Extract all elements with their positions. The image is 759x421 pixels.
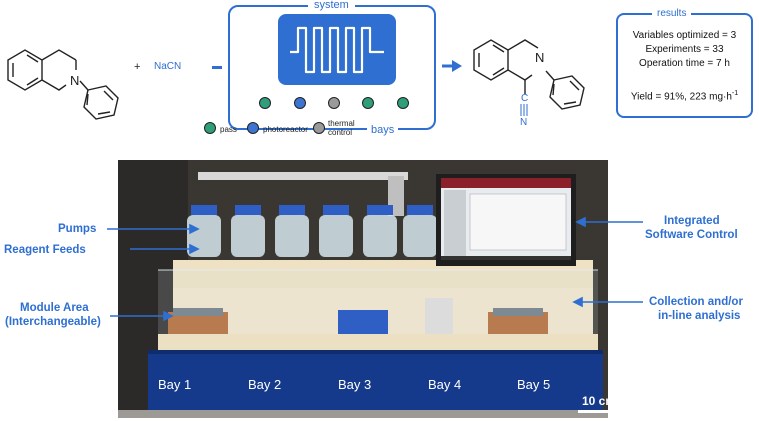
callout-software-1: Integrated <box>664 215 720 227</box>
reactant-structure <box>7 49 119 120</box>
bay-5-label: Bay 5 <box>517 377 551 392</box>
results-yield: Yield = 91%, 223 mg·h-1 <box>616 90 753 102</box>
reagent-nacn: NaCN <box>154 61 182 72</box>
callout-software-2: Software Control <box>645 229 738 241</box>
callout-reagent-feeds: Reagent Feeds <box>4 244 86 256</box>
photoreactor-module-icon <box>278 14 396 85</box>
callout-collection-2: in-line analysis <box>658 310 741 322</box>
callout-module-area-2: (Interchangeable) <box>5 316 101 328</box>
legend-pass-dot <box>204 122 216 134</box>
platform-photo <box>118 160 608 418</box>
bay-dot-photoreactor <box>294 97 306 109</box>
results-yield-text: Yield = 91%, 223 mg·h <box>630 91 732 103</box>
product-nitrogen-label: N <box>535 50 545 65</box>
results-variables: Variables optimized = 3 <box>632 30 737 41</box>
triple-bond-icon <box>520 104 528 116</box>
legend-pass-label: pass <box>220 125 237 134</box>
results-yield-exponent: -1 <box>731 90 739 97</box>
platform-illustration <box>118 160 608 418</box>
callout-pumps: Pumps <box>58 223 97 235</box>
results-title: results <box>652 8 692 19</box>
product-structure <box>473 39 585 110</box>
feed-dash <box>212 66 222 69</box>
nitrile-carbon-label: C <box>521 93 529 104</box>
callout-collection-1: Collection and/or <box>649 296 743 308</box>
bay-1-label: Bay 1 <box>158 377 192 392</box>
bay-4-label: Bay 4 <box>428 377 462 392</box>
bay-dot-pass-3 <box>397 97 409 109</box>
system-label: system <box>308 0 355 11</box>
serpentine-channel-icon <box>290 26 384 74</box>
results-experiments: Experiments = 33 <box>645 44 724 55</box>
results-operation-time: Operation time = 7 h <box>639 58 730 69</box>
legend-thermal-label-2: control <box>328 128 353 137</box>
bay-3-label: Bay 3 <box>338 377 372 392</box>
scale-bar <box>578 410 623 413</box>
legend-thermal-label-1: thermal <box>328 119 355 128</box>
scale-bar-label: 10 cm <box>582 394 617 408</box>
plus-sign: + <box>134 61 141 73</box>
callout-module-area-1: Module Area <box>20 302 89 314</box>
legend-photoreactor-label: photoreactor <box>263 125 308 134</box>
nitrile-nitrogen-label: N <box>520 117 528 128</box>
software-monitor <box>436 174 576 266</box>
reaction-arrow-icon <box>442 60 462 72</box>
reagent-bottles <box>187 205 437 257</box>
legend-thermal-dot <box>313 122 325 134</box>
bay-2-label: Bay 2 <box>248 377 282 392</box>
bay-dot-thermal <box>328 97 340 109</box>
bays-label: bays <box>367 124 399 136</box>
bay-dot-pass-1 <box>259 97 271 109</box>
bay-dot-pass-2 <box>362 97 374 109</box>
reactant-nitrogen-label: N <box>70 73 80 88</box>
legend-photoreactor-dot <box>247 122 259 134</box>
